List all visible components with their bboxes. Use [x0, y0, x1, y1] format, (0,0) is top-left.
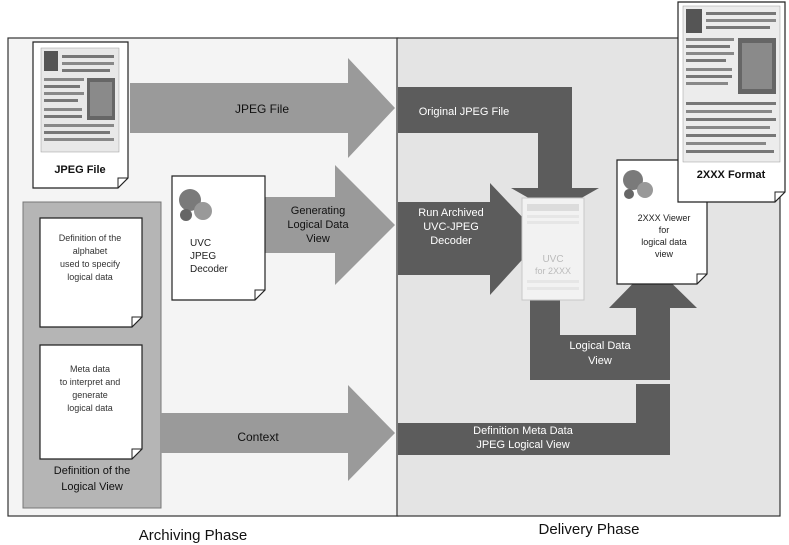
- alphabet-definition-line2: alphabet: [73, 246, 108, 256]
- logical-view-definition-line1: Definition of the: [54, 465, 130, 477]
- viewer-line2: for: [659, 225, 670, 235]
- gear-icon: [623, 170, 653, 199]
- jpeg-file-arrow: [130, 58, 395, 158]
- viewer-line3: logical data: [641, 237, 687, 247]
- jpeg-file-document-label: JPEG File: [54, 164, 105, 176]
- logical-data-view-label-line1: Logical Data: [569, 340, 631, 352]
- run-archived-label-line2: UVC-JPEG: [423, 221, 479, 233]
- logical-data-view-arrow: [530, 264, 697, 380]
- uvc-decoder-line1: UVC: [190, 238, 211, 249]
- delivery-phase-caption: Delivery Phase: [539, 521, 640, 538]
- jpeg-file-document: [32, 41, 129, 189]
- uvc-decoder-line2: JPEG: [190, 251, 216, 262]
- uvc-machine: [521, 197, 585, 301]
- generating-view-label-line3: View: [306, 233, 330, 245]
- meta-data-line1: Meta data: [70, 364, 110, 374]
- viewer-line4: view: [655, 249, 674, 259]
- uvc-decoder-document: [171, 175, 266, 301]
- logical-data-view-label-line2: View: [588, 355, 612, 367]
- alphabet-definition-line3: used to specify: [60, 259, 121, 269]
- gear-icon: [179, 189, 212, 221]
- archiving-phase-caption: Archiving Phase: [139, 527, 247, 544]
- alphabet-definition-line1: Definition of the: [59, 233, 122, 243]
- original-jpeg-label: Original JPEG File: [419, 106, 509, 118]
- meta-data-line4: logical data: [67, 403, 113, 413]
- format-document: [677, 1, 786, 203]
- alphabet-definition-line4: logical data: [67, 272, 113, 282]
- context-arrow: [160, 385, 395, 481]
- definition-meta-label-line2: JPEG Logical View: [476, 439, 569, 451]
- meta-data-document: [39, 344, 143, 460]
- run-archived-label-line1: Run Archived: [418, 207, 483, 219]
- definition-meta-data-arrow: [398, 384, 670, 455]
- generating-view-arrow: [265, 165, 395, 285]
- generating-view-label-line1: Generating: [291, 205, 345, 217]
- run-archived-decoder-arrow: [398, 183, 542, 295]
- logical-view-definition-line2: Logical View: [61, 481, 123, 493]
- jpeg-file-arrow-label: JPEG File: [235, 102, 289, 116]
- definition-meta-label-line1: Definition Meta Data: [473, 425, 574, 437]
- run-archived-label-line3: Decoder: [430, 235, 472, 247]
- meta-data-line3: generate: [72, 390, 108, 400]
- uvc-decoder-line3: Decoder: [190, 264, 228, 275]
- alphabet-definition-document: [39, 217, 143, 328]
- format-document-label: 2XXX Format: [697, 169, 766, 181]
- manuscript-thumbnail: [682, 5, 781, 163]
- manuscript-thumbnail: [40, 47, 120, 153]
- generating-view-label-line2: Logical Data: [287, 219, 349, 231]
- meta-data-line2: to interpret and: [60, 377, 121, 387]
- uvc-subtitle: for 2XXX: [535, 266, 571, 276]
- context-arrow-label: Context: [237, 430, 279, 444]
- viewer-line1: 2XXX Viewer: [638, 213, 691, 223]
- uvc-title: UVC: [542, 254, 563, 265]
- original-jpeg-arrow: [398, 87, 599, 213]
